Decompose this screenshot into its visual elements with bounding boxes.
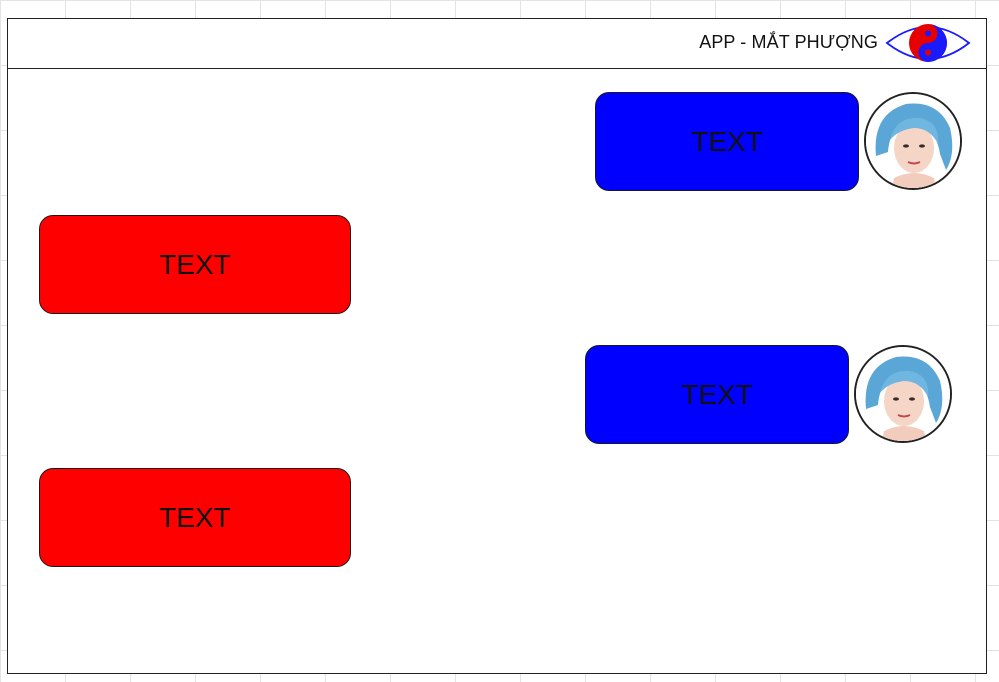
user-avatar-icon: [866, 94, 960, 188]
user-avatar-icon: [856, 347, 950, 441]
sent-message-bubble[interactable]: TEXT: [585, 345, 849, 444]
message-text: TEXT: [691, 125, 763, 157]
message-text: TEXT: [681, 378, 753, 410]
app-header: APP - MẮT PHƯỢNG: [8, 19, 986, 69]
user-avatar[interactable]: [864, 92, 962, 190]
app-title: APP - MẮT PHƯỢNG: [699, 32, 878, 52]
received-message-bubble[interactable]: TEXT: [39, 215, 351, 314]
message-text: TEXT: [159, 501, 231, 533]
sent-message-bubble[interactable]: TEXT: [595, 92, 859, 191]
user-avatar[interactable]: [854, 345, 952, 443]
app-window: APP - MẮT PHƯỢNG TEXT: [7, 18, 987, 674]
received-message-bubble[interactable]: TEXT: [39, 468, 351, 567]
message-text: TEXT: [159, 248, 231, 280]
eye-yin-yang-icon: [885, 24, 971, 62]
